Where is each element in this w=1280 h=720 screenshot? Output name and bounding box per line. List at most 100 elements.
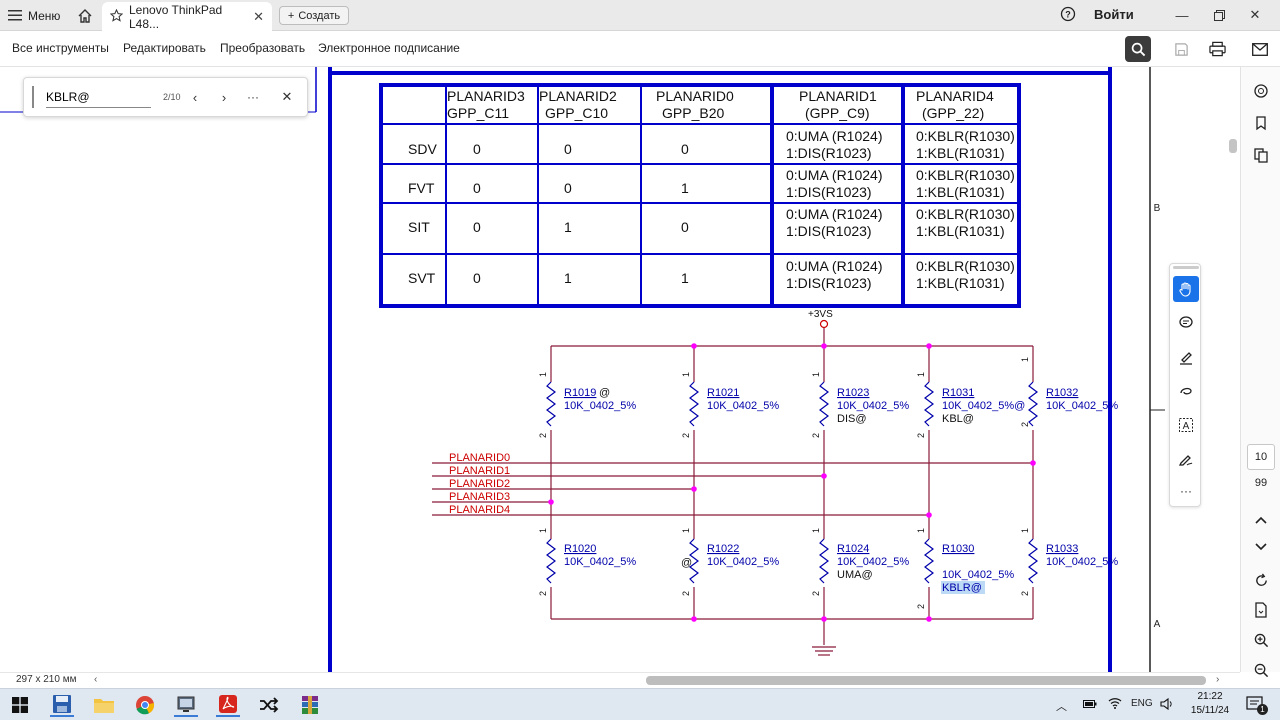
- cell-svt-c22-a: 0:KBLR(R1030): [916, 258, 1015, 274]
- notification-icon[interactable]: [1246, 695, 1264, 716]
- clock[interactable]: 21:22 15/11/24: [1185, 690, 1235, 718]
- highlighter-icon[interactable]: [1173, 344, 1199, 370]
- help-icon[interactable]: ?: [1060, 6, 1078, 24]
- battery-icon[interactable]: [1083, 698, 1097, 712]
- horizontal-scrollbar-thumb[interactable]: [646, 676, 1206, 685]
- close-window-icon[interactable]: ✕: [1249, 7, 1261, 22]
- find-more-icon[interactable]: ···: [247, 90, 259, 104]
- cell-sdv-c11: 0: [473, 141, 481, 157]
- header-planarid0: PLANARID0: [656, 88, 734, 104]
- pin1-r1032: 1: [1020, 357, 1030, 362]
- tray-chevron-up-icon[interactable]: ︿: [1056, 701, 1067, 713]
- wifi-icon[interactable]: [1108, 697, 1122, 712]
- rotate-icon[interactable]: [1251, 570, 1271, 590]
- close-tab-icon[interactable]: ✕: [253, 8, 264, 24]
- file-explorer-icon[interactable]: [92, 693, 116, 717]
- ref-r1020: R1020: [564, 543, 596, 555]
- all-tools-menu[interactable]: Все инструменты: [12, 41, 109, 55]
- acrobat-icon[interactable]: [216, 693, 240, 717]
- text-box-icon[interactable]: A: [1173, 412, 1199, 438]
- ai-assistant-icon[interactable]: [1251, 81, 1271, 101]
- pin1-r1033: 1: [1020, 528, 1030, 533]
- vertical-scrollbar-thumb[interactable]: [1229, 139, 1237, 153]
- menu-button[interactable]: Меню: [8, 6, 60, 26]
- maximize-icon[interactable]: [1209, 6, 1229, 24]
- toolbar: Все инструменты Редактировать Преобразов…: [0, 31, 1280, 67]
- cell-fvt-b20: 1: [681, 180, 689, 196]
- email-icon[interactable]: [1250, 39, 1270, 59]
- home-icon[interactable]: [74, 5, 96, 27]
- minimize-icon[interactable]: —: [1175, 7, 1189, 23]
- menu-label: Меню: [28, 9, 61, 23]
- net-label-planarid1: PLANARID1: [449, 465, 510, 477]
- note-r1024: UMA@: [837, 569, 873, 581]
- find-count: 2/10: [163, 92, 181, 102]
- zoom-in-icon[interactable]: [1251, 630, 1271, 650]
- page-number-input[interactable]: 10: [1247, 444, 1275, 470]
- print-icon[interactable]: [1207, 39, 1227, 59]
- zoom-out-icon[interactable]: [1251, 660, 1271, 680]
- cell-fvt-c9-a: 0:UMA (R1024): [786, 167, 882, 183]
- planarid-table: [379, 83, 1021, 308]
- find-close-icon[interactable]: ✕: [281, 89, 293, 104]
- pin1-r1031: 1: [916, 372, 926, 377]
- drag-handle[interactable]: [1173, 266, 1199, 269]
- power-pin: [819, 319, 829, 329]
- signin-button[interactable]: Войти: [1094, 7, 1134, 22]
- edit-menu[interactable]: Редактировать: [123, 41, 206, 55]
- hand-tool-icon[interactable]: [1173, 276, 1199, 302]
- comment-icon[interactable]: [1173, 310, 1199, 336]
- star-icon[interactable]: [109, 8, 124, 25]
- document-viewport[interactable]: B A PLANARID3 GPP_C11 PLANARID2 GPP_C10 …: [0, 67, 1240, 672]
- search-icon[interactable]: [1125, 36, 1151, 62]
- device-app-icon[interactable]: [174, 693, 198, 717]
- value-r1031: 10K_0402_5%@: [942, 400, 1025, 412]
- scroll-right-icon[interactable]: ›: [1216, 674, 1220, 685]
- search-highlight: [941, 581, 985, 594]
- find-input[interactable]: [46, 86, 151, 108]
- border-label-a: A: [1154, 619, 1161, 630]
- chrome-icon[interactable]: [133, 693, 157, 717]
- svg-text:A: A: [1183, 421, 1190, 432]
- speaker-icon[interactable]: [1160, 697, 1174, 713]
- pages-icon[interactable]: [1251, 145, 1271, 165]
- header-planarid1: PLANARID1: [799, 88, 877, 104]
- resistor-symbols: [546, 381, 1038, 584]
- cell-sit-c22-b: 1:KBL(R1031): [916, 223, 1005, 239]
- cell-sit-c11: 0: [473, 219, 481, 235]
- save-app-icon[interactable]: [50, 693, 74, 717]
- convert-menu[interactable]: Преобразовать: [220, 41, 306, 55]
- create-button[interactable]: + Создать: [279, 6, 349, 25]
- draw-freehand-icon[interactable]: [1173, 378, 1199, 404]
- net-label-planarid3: PLANARID3: [449, 491, 510, 503]
- windows-start-icon[interactable]: [8, 693, 32, 717]
- cell-sdv-b20: 0: [681, 141, 689, 157]
- page-fit-icon[interactable]: [1251, 600, 1271, 620]
- save-icon[interactable]: [1171, 39, 1191, 59]
- shuffle-app-icon[interactable]: [257, 693, 281, 717]
- sign-icon[interactable]: [1173, 446, 1199, 472]
- esign-menu[interactable]: Электронное подписание: [318, 41, 460, 55]
- language-indicator[interactable]: ENG: [1131, 698, 1153, 709]
- cell-sit-c22-a: 0:KBLR(R1030): [916, 206, 1015, 222]
- value-r1019: 10K_0402_5%: [564, 400, 636, 412]
- chevron-up-icon[interactable]: [1251, 510, 1271, 530]
- header-planarid4: PLANARID4: [916, 88, 994, 104]
- pin1-r1022: 1: [681, 528, 691, 533]
- border-label-b: B: [1154, 203, 1161, 214]
- page-total: 99: [1254, 477, 1268, 489]
- more-tools-icon[interactable]: ···: [1180, 484, 1192, 498]
- header-gpp-22: (GPP_22): [922, 105, 984, 121]
- chevron-down-icon[interactable]: [1251, 537, 1271, 557]
- bookmarks-icon[interactable]: [1251, 113, 1271, 133]
- quick-tools-panel: A ···: [1169, 263, 1201, 507]
- tab-title: Lenovo ThinkPad L48...: [129, 2, 223, 31]
- ref-r1031: R1031: [942, 387, 974, 399]
- scroll-left-icon[interactable]: ‹: [94, 674, 98, 685]
- find-next-icon[interactable]: ›: [221, 89, 227, 105]
- pin1-r1024: 1: [811, 528, 821, 533]
- document-tab[interactable]: Lenovo ThinkPad L48... ✕: [102, 2, 272, 31]
- winrar-icon[interactable]: [298, 693, 322, 717]
- cell-svt-c10: 1: [564, 270, 572, 286]
- find-previous-icon[interactable]: ‹: [192, 89, 198, 105]
